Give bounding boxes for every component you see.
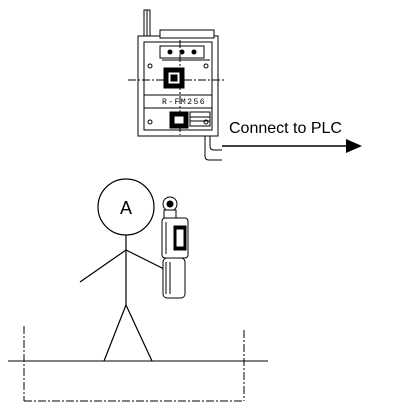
handheld-scanner xyxy=(161,196,189,299)
scanner-grip xyxy=(162,257,186,299)
plc-connection-arrow xyxy=(222,139,362,153)
connection-label: Connect to PLC xyxy=(229,120,342,137)
operator-figure xyxy=(79,178,167,362)
operator-label: A xyxy=(120,198,132,218)
model-label: R-FM256 xyxy=(162,98,206,107)
receiver-unit xyxy=(128,9,225,161)
arrow-head-icon xyxy=(346,139,362,153)
floor xyxy=(8,326,268,402)
